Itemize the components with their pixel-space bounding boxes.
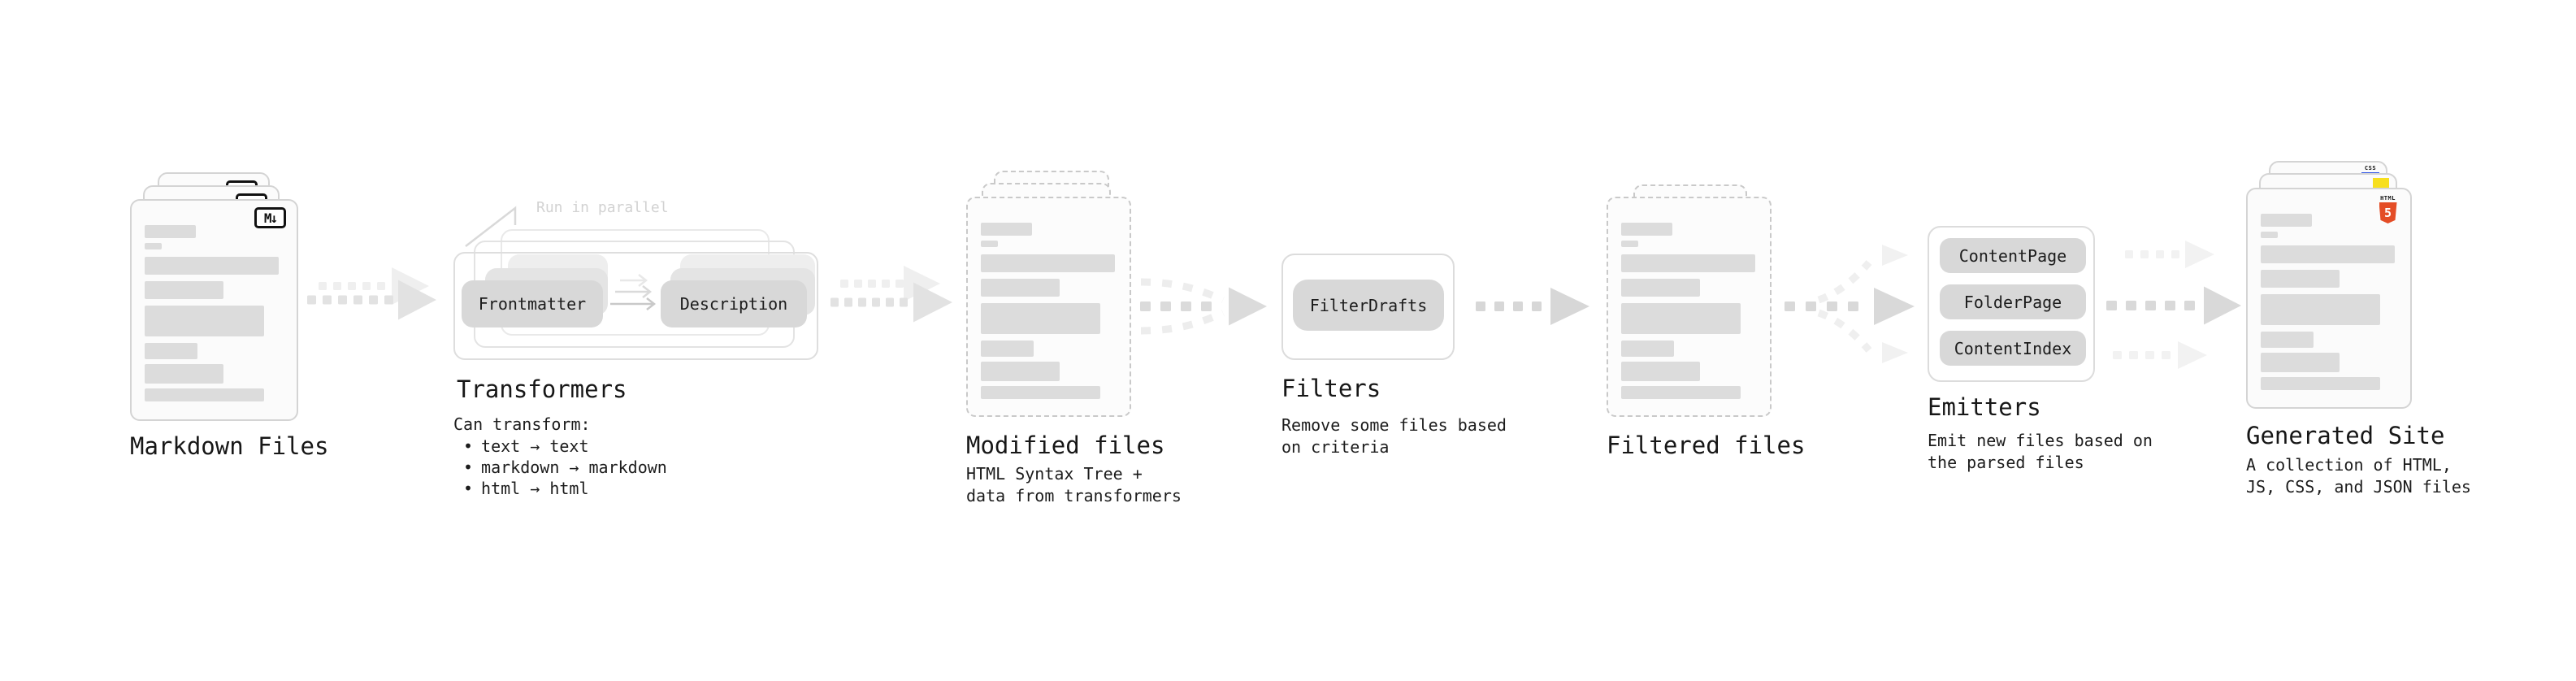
folderpage-pill-label: FolderPage	[1963, 292, 2062, 312]
filterdrafts-pill: FilterDrafts	[1293, 280, 1444, 331]
list-item-text: text → text	[481, 436, 589, 456]
split-arrow	[1817, 245, 1908, 363]
markdown-file-card-front: M↓	[130, 199, 298, 421]
flow-arrow-faint	[2125, 241, 2214, 268]
content-bar	[145, 343, 197, 359]
folderpage-pill: FolderPage	[1940, 284, 2086, 319]
stage-title-modified-files: Modified files	[966, 432, 1165, 459]
flow-arrow-ghost	[840, 266, 940, 301]
content-bar	[2261, 232, 2278, 238]
description-pill: Description	[661, 280, 807, 327]
transformers-capabilities-list: • text → text • markdown → markdown • html …	[453, 436, 667, 499]
stage-title-filtered-files: Filtered files	[1607, 432, 1806, 459]
list-item-text: html → html	[481, 479, 589, 498]
filterdrafts-pill-label: FilterDrafts	[1309, 295, 1428, 315]
content-bar	[1621, 241, 1638, 247]
content-bar	[145, 243, 162, 249]
content-bar	[145, 364, 223, 384]
content-bar	[1621, 340, 1674, 357]
bullet-icon: •	[463, 479, 474, 498]
content-bar	[981, 362, 1060, 381]
content-bar	[2261, 332, 2314, 348]
transformers-note-heading: Can transform:	[453, 414, 591, 434]
content-bar	[1621, 362, 1700, 381]
content-bar	[2261, 353, 2340, 372]
stage-subtitle-modified-files: HTML Syntax Tree + data from transformer…	[966, 464, 1182, 505]
list-item: • text → text	[453, 436, 667, 457]
content-bar	[2261, 214, 2312, 227]
list-item-text: markdown → markdown	[481, 458, 667, 477]
annotation-leader-line	[465, 206, 517, 247]
content-bar	[981, 241, 998, 247]
javascript-icon	[2373, 178, 2389, 190]
content-bar	[145, 225, 196, 238]
content-bar	[1621, 279, 1700, 297]
html5-icon: HTML 5	[2377, 195, 2399, 223]
transformer-box-front	[453, 252, 818, 360]
content-bar	[2261, 270, 2340, 288]
contentindex-pill: ContentIndex	[1940, 331, 2086, 366]
stage-title-transformers: Transformers	[457, 375, 627, 403]
stage-title-filters: Filters	[1281, 375, 1381, 402]
flow-arrow	[307, 280, 436, 320]
stage-title-markdown-files: Markdown Files	[130, 432, 329, 460]
bullet-icon: •	[463, 458, 474, 477]
content-bar	[1621, 303, 1741, 334]
bullet-icon: •	[463, 436, 474, 456]
content-bar	[981, 223, 1032, 236]
content-bar	[2261, 377, 2380, 390]
stage-title-emitters: Emitters	[1928, 393, 2041, 421]
run-in-parallel-annotation: Run in parallel	[536, 199, 669, 216]
content-bar	[145, 306, 264, 336]
content-bar	[981, 303, 1100, 334]
stage-subtitle-generated-site: A collection of HTML, JS, CSS, and JSON …	[2246, 455, 2471, 497]
flow-arrow	[2106, 286, 2241, 325]
flow-arrow	[830, 282, 952, 323]
content-bar	[145, 257, 279, 275]
content-bar	[981, 340, 1034, 357]
content-bar	[981, 386, 1100, 399]
frontmatter-pill-label: Frontmatter	[478, 294, 587, 314]
content-bar	[1621, 254, 1755, 272]
description-pill-label: Description	[679, 294, 788, 314]
merge-arrow	[1140, 278, 1225, 335]
content-bar	[1621, 223, 1672, 236]
html5-icon-number: 5	[2383, 206, 2392, 220]
content-bar	[981, 254, 1115, 272]
content-bar	[145, 388, 264, 401]
frontmatter-pill: Frontmatter	[462, 280, 603, 327]
html5-icon-shield: 5	[2379, 202, 2397, 223]
css-icon-label: CSS	[2364, 165, 2377, 171]
stage-subtitle-emitters: Emit new files based on the parsed files	[1928, 431, 2153, 472]
stage-subtitle-filters: Remove some files based on criteria	[1281, 415, 1507, 457]
html5-icon-label: HTML	[2380, 195, 2396, 202]
flow-arrow	[1476, 288, 1589, 325]
list-item: • markdown → markdown	[453, 457, 667, 478]
list-item: • html → html	[453, 478, 667, 499]
content-bar	[981, 279, 1060, 297]
flow-arrow-faint	[2113, 341, 2207, 369]
markdown-icon-glyph: M↓	[263, 210, 278, 226]
flow-arrow	[1785, 288, 1915, 325]
contentpage-pill: ContentPage	[1940, 238, 2086, 273]
flow-arrow	[1140, 287, 1267, 326]
content-bar	[2261, 294, 2380, 325]
content-bar	[1621, 386, 1741, 399]
stage-title-generated-site: Generated Site	[2246, 422, 2445, 449]
content-bar	[145, 281, 223, 299]
contentpage-pill-label: ContentPage	[1958, 245, 2067, 266]
transformer-inner-arrows	[610, 274, 657, 310]
contentindex-pill-label: ContentIndex	[1954, 338, 2072, 358]
filtered-file-card-front	[1607, 197, 1772, 417]
markdown-icon: M↓	[254, 207, 286, 228]
generated-file-card-front: HTML 5	[2246, 188, 2412, 409]
content-bar	[2261, 245, 2395, 263]
modified-file-card-front	[966, 197, 1131, 417]
